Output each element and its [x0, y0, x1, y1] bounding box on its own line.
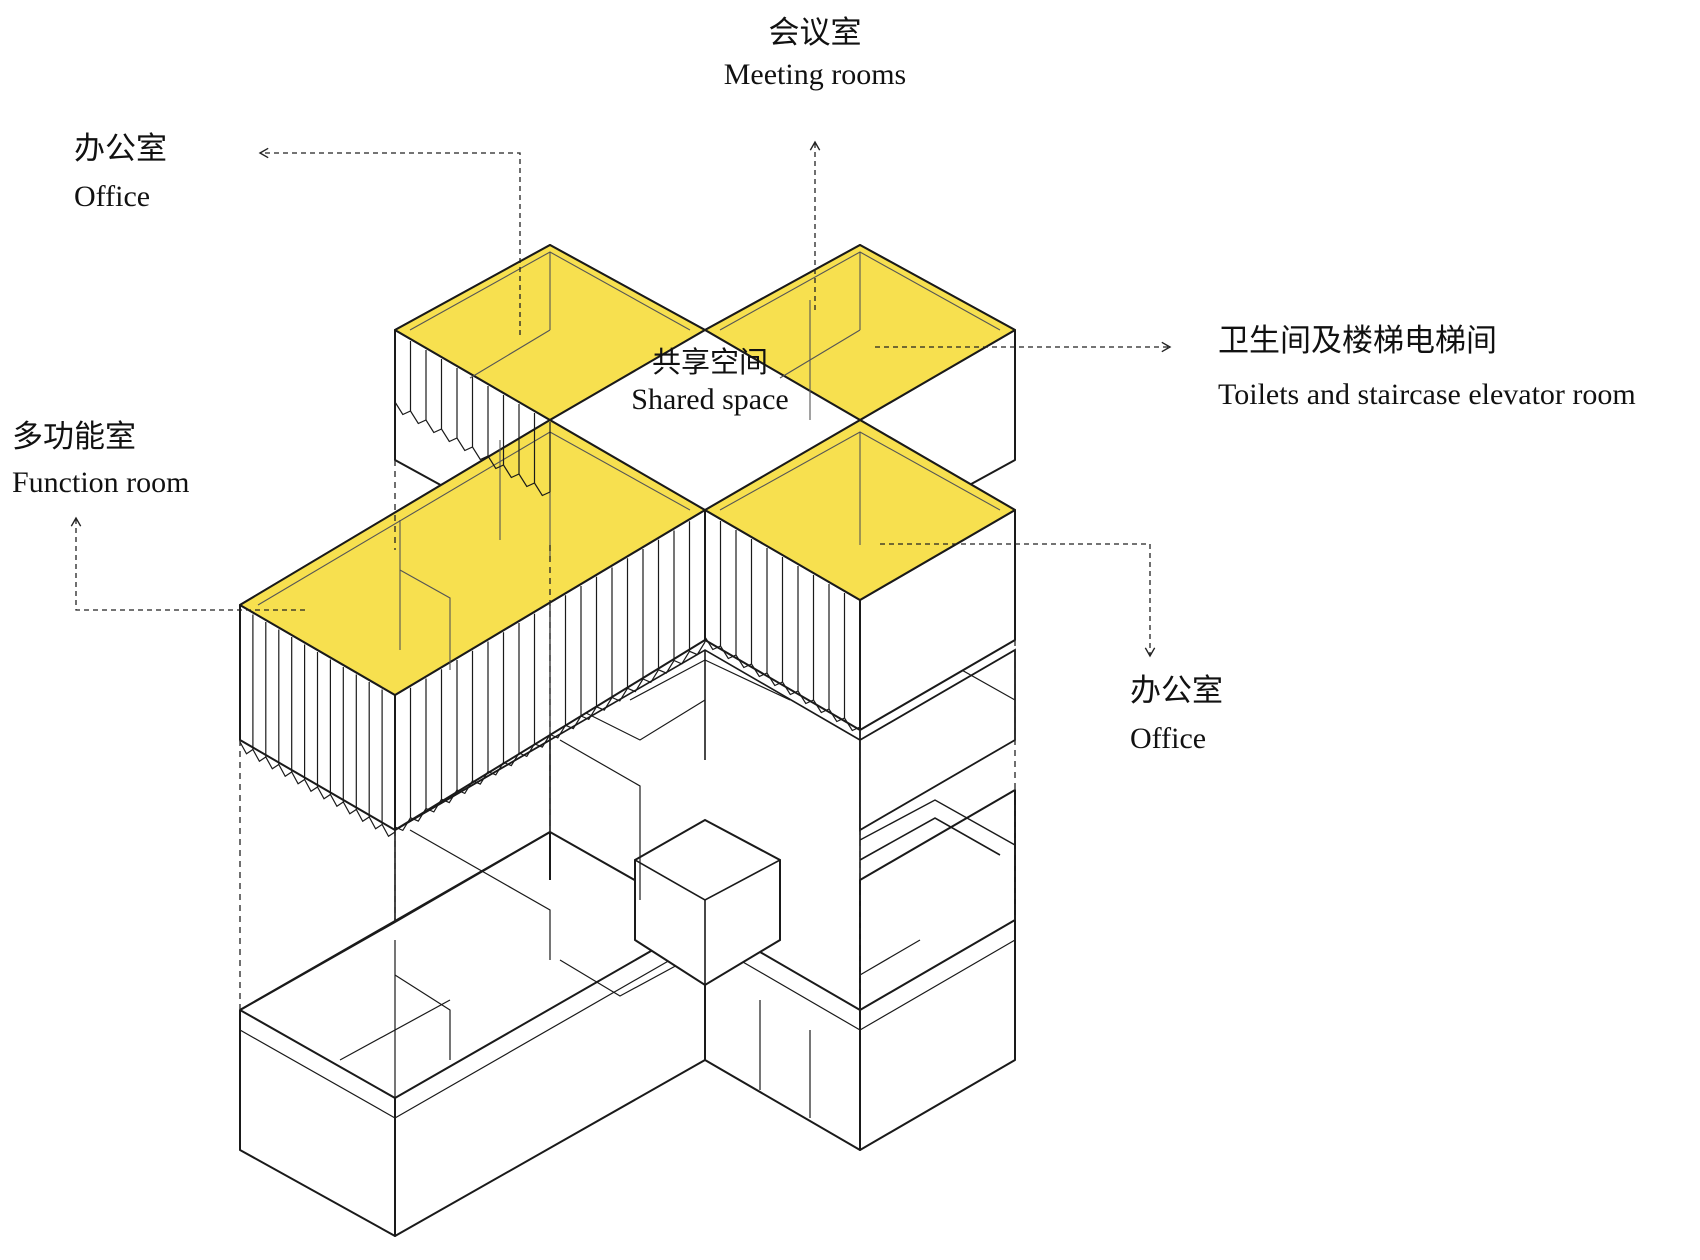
office-top-zh: 办公室: [74, 131, 167, 167]
label-office-top: 办公室 Office: [74, 130, 167, 216]
function-room-en: Function room: [12, 466, 190, 499]
label-function-room: 多功能室 Function room: [12, 418, 190, 502]
leader-function-room: [70, 516, 305, 611]
curtain-hem: [394, 401, 551, 497]
curtain-walls: [239, 332, 861, 838]
leader-office-top: [258, 147, 521, 335]
meeting-rooms-en: Meeting rooms: [723, 58, 907, 91]
office-right-zh: 办公室: [1130, 673, 1223, 709]
label-office-right: 办公室 Office: [1130, 672, 1223, 758]
curtain-hem: [239, 741, 396, 838]
office-right-en: Office: [1130, 722, 1207, 755]
shared-space-zh: 共享空间: [651, 345, 768, 379]
office-top-en: Office: [74, 180, 151, 213]
ground-floor-block: [239, 789, 1016, 1237]
toilets-zh: 卫生间及楼梯电梯间: [1218, 323, 1497, 359]
label-meeting-rooms: 会议室 Meeting rooms: [705, 14, 925, 94]
alignment-lines: [239, 460, 1016, 1010]
shared-space-en: Shared space: [631, 383, 789, 416]
label-shared-space: 共享空间 Shared space: [600, 345, 820, 419]
meeting-rooms-zh: 会议室: [768, 15, 862, 51]
leader-office-right: [880, 543, 1156, 658]
white-shared-space: [549, 329, 861, 511]
toilets-en: Toilets and staircase elevator room: [1218, 378, 1636, 411]
leader-lines: [70, 140, 1172, 658]
function-room-zh: 多功能室: [12, 419, 136, 455]
curtain-hem: [704, 636, 861, 732]
label-toilets: 卫生间及楼梯电梯间 Toilets and staircase elevator…: [1218, 322, 1636, 414]
